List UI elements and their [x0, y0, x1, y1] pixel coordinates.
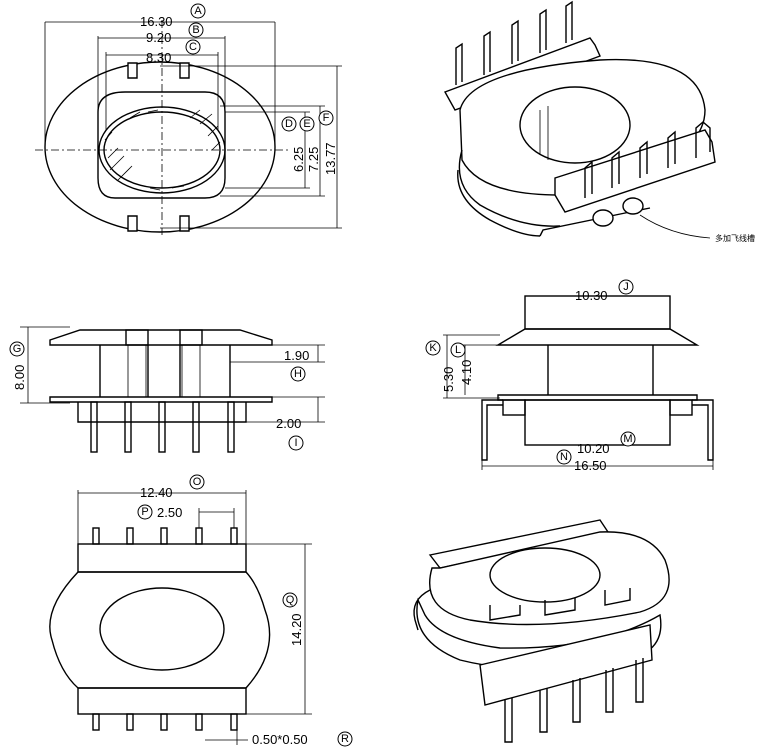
dim-g-marker [9, 341, 25, 357]
side-top-flange [49, 329, 273, 346]
dim-a-letter: A [194, 5, 202, 17]
top-notch-right [179, 62, 190, 79]
bottom-pins-top [92, 527, 238, 545]
dim-i-value: 2.00 [276, 416, 301, 431]
dim-n-marker [556, 449, 572, 465]
dim-i-marker [288, 435, 304, 451]
front-core [547, 345, 654, 395]
iso2-pins [504, 658, 644, 743]
dim-e-letter: E [303, 118, 310, 130]
dim-q-marker [282, 592, 298, 608]
dim-f-value: 13.77 [323, 142, 338, 175]
dim-h-marker [290, 366, 306, 382]
dim-r-marker [337, 731, 353, 747]
dim-f-marker [318, 110, 334, 126]
iso-pins-front [584, 121, 711, 198]
front-pin-right [692, 399, 714, 461]
side-bottom-flange [49, 396, 273, 403]
dim-a-value: 16.30 [140, 14, 173, 29]
bottom-pins-bottom [92, 713, 238, 731]
front-view: 10.30 J 5.30 4.10 K L 10.20 M 16.50 N [425, 279, 714, 473]
dim-e-value: 7.25 [306, 147, 321, 172]
side-pins [90, 401, 235, 453]
dim-q-letter: Q [286, 594, 295, 606]
front-base [524, 399, 671, 446]
annotation-text: 多加飞线槽 [715, 233, 755, 243]
bottom-bar-bottom [77, 687, 247, 715]
front-pin-left [481, 399, 503, 461]
iso2-front-bar [479, 624, 653, 706]
bottom-view: 12.40 O 2.50 P 14.20 Q 0.50*0.50 R [49, 474, 353, 747]
bottom-notch-left [127, 215, 138, 232]
top-notch-left [127, 62, 138, 79]
dim-m-marker [620, 431, 636, 447]
dim-d-marker [281, 116, 297, 132]
dim-l-marker [450, 342, 466, 358]
dim-i-letter: I [294, 437, 297, 449]
bottom-notch-right [179, 215, 190, 232]
dim-n-value: 16.50 [574, 458, 607, 473]
dim-h-letter: H [294, 368, 302, 380]
dim-j-value: 10.30 [575, 288, 608, 303]
dim-o-marker [189, 474, 205, 490]
dim-c-marker [185, 39, 201, 55]
dim-o-value: 12.40 [140, 485, 173, 500]
dim-l-letter: L [455, 344, 461, 356]
dim-j-marker [618, 279, 634, 295]
front-bottom-flange [497, 394, 698, 401]
bottom-hole [99, 587, 225, 671]
dim-a-marker [190, 3, 206, 19]
front-top-flange [495, 328, 700, 346]
dim-k-value: 5.30 [441, 367, 456, 392]
iso-slot-1 [592, 209, 614, 227]
dim-p-letter: P [141, 506, 148, 518]
dim-b-value: 9.20 [146, 30, 171, 45]
side-view: 8.00 G 1.90 H 2.00 I [9, 326, 325, 453]
isometric-view-top: 多加飞线槽 [443, 0, 755, 243]
dim-c-letter: C [189, 41, 197, 53]
dim-l-value: 4.10 [459, 360, 474, 385]
top-view-window [97, 91, 226, 199]
core-hatch [104, 109, 221, 191]
dim-o-letter: O [193, 476, 202, 488]
dim-g-letter: G [13, 343, 22, 355]
dim-g-value: 8.00 [12, 365, 27, 390]
side-base [77, 402, 247, 423]
dim-b-letter: B [192, 24, 199, 36]
dim-q-value: 14.20 [289, 613, 304, 646]
dim-b-marker [188, 22, 204, 38]
bottom-bar-top [77, 543, 247, 573]
isometric-view-bottom [413, 519, 670, 743]
dim-c-value: 8.30 [146, 50, 171, 65]
dim-d-letter: D [285, 118, 293, 130]
dim-r-value: 0.50*0.50 [252, 732, 308, 747]
dim-d-value: 6.25 [291, 147, 306, 172]
iso2-hole [489, 547, 601, 603]
dim-e-marker [299, 116, 315, 132]
top-view: 16.30 A 9.20 B 8.30 C 6.25 7.25 13.77 D … [35, 3, 342, 235]
iso-pins-back [455, 0, 573, 85]
dim-r-letter: R [341, 733, 349, 745]
dim-f-letter: F [323, 112, 330, 124]
dim-p-value: 2.50 [157, 505, 182, 520]
top-view-flange [44, 61, 276, 233]
dim-m-value: 10.20 [577, 441, 610, 456]
dim-m-letter: M [623, 433, 632, 445]
dim-p-marker [137, 504, 153, 520]
dim-j-letter: J [623, 281, 629, 293]
dim-n-letter: N [560, 451, 568, 463]
dim-h-value: 1.90 [284, 348, 309, 363]
dim-k-marker [425, 340, 441, 356]
dim-k-letter: K [429, 342, 437, 354]
iso-flange-lower [458, 149, 561, 227]
iso-slot-2 [622, 197, 644, 215]
annotation-leader [639, 214, 711, 239]
iso-hole [519, 86, 631, 164]
